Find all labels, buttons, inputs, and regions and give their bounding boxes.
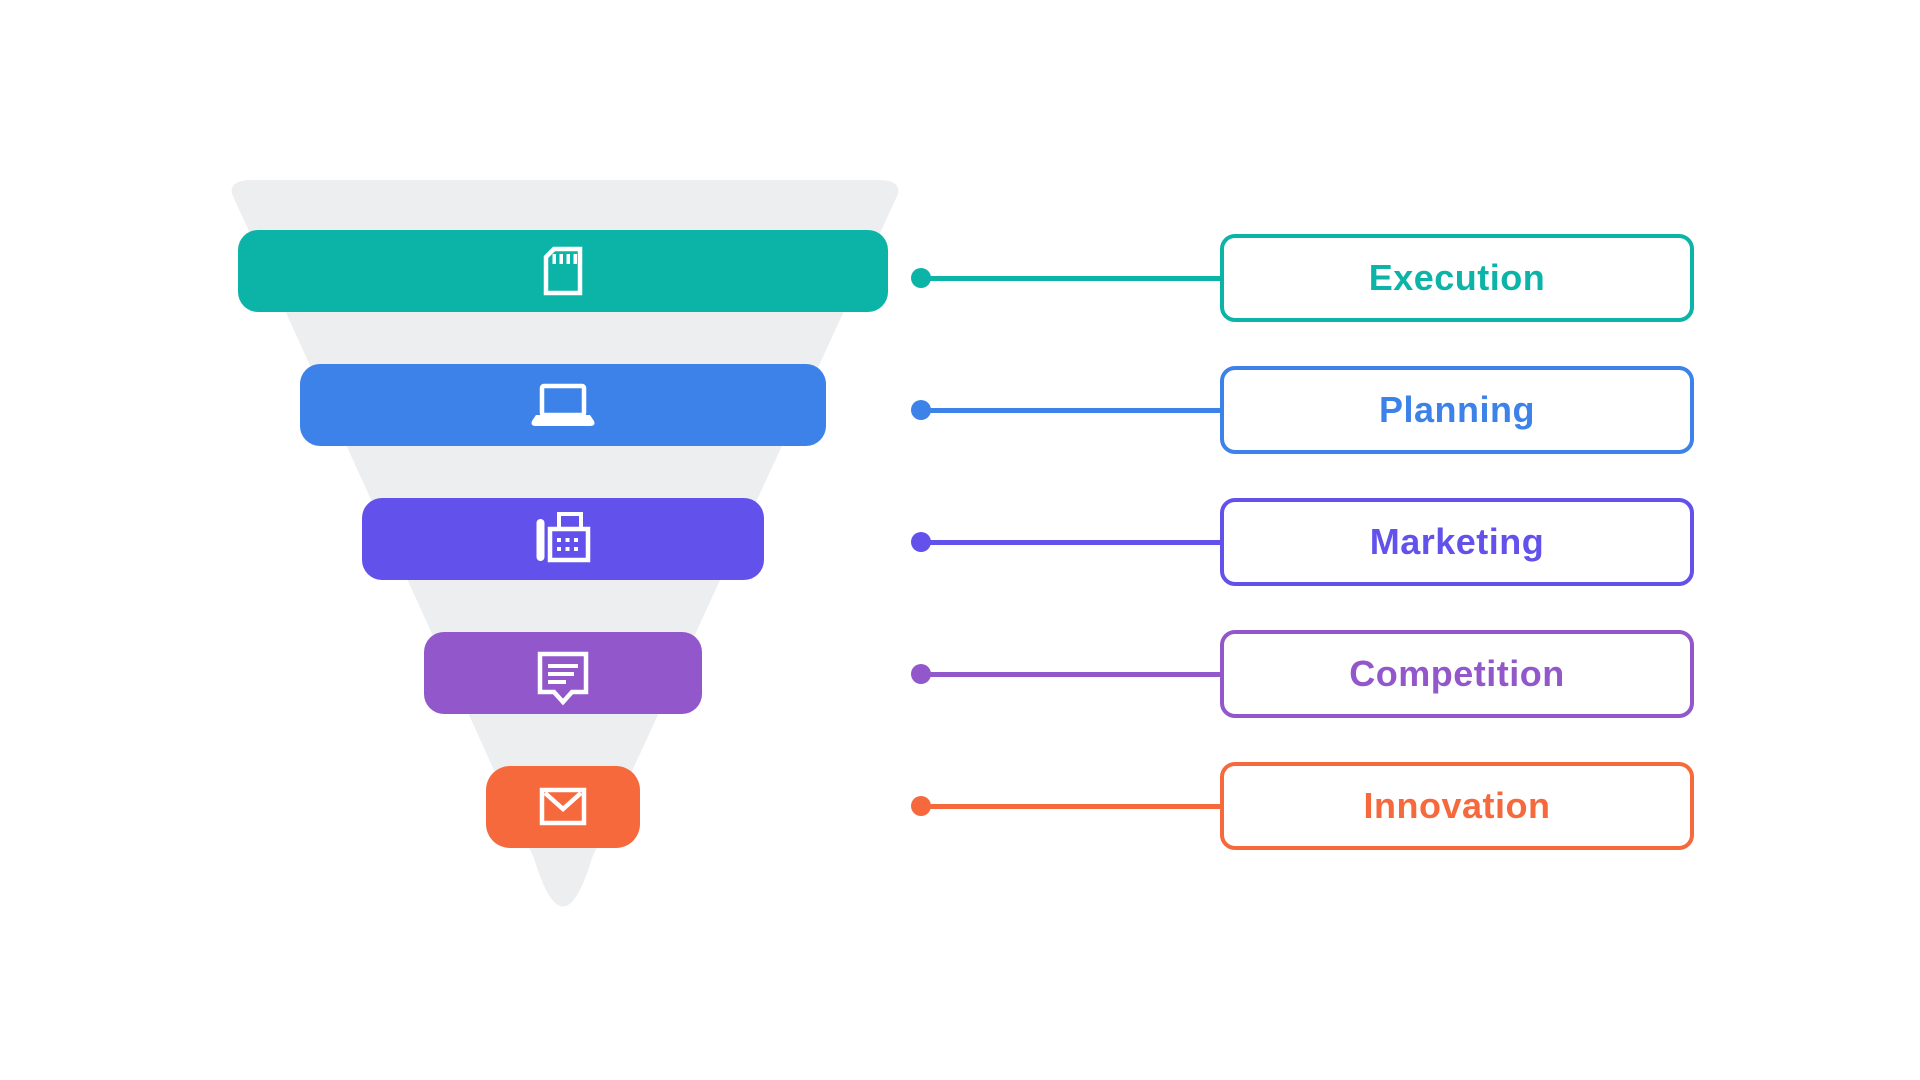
connector-dot	[911, 664, 931, 684]
funnel-band-marketing	[362, 498, 764, 580]
stage-label-box-marketing: Marketing	[1220, 498, 1694, 586]
stage-label: Competition	[1349, 653, 1565, 694]
connector-dot	[911, 268, 931, 288]
stage-label-box-innovation: Innovation	[1220, 762, 1694, 850]
stage-label: Planning	[1379, 389, 1535, 430]
stage-label: Execution	[1368, 257, 1546, 298]
funnel-band-planning	[300, 364, 826, 446]
legend-row-planning: Planning	[910, 366, 1694, 454]
chat-bubble-icon	[537, 651, 589, 706]
connector-dot	[911, 796, 931, 816]
laptop-icon	[531, 383, 595, 426]
stage-label-box-execution: Execution	[1220, 234, 1694, 322]
legend-row-marketing: Marketing	[910, 498, 1694, 586]
connector-dot	[911, 400, 931, 420]
stage-label-box-planning: Planning	[1220, 366, 1694, 454]
connector-line	[922, 671, 1222, 677]
connector-line	[922, 275, 1222, 281]
funnel-band-execution	[238, 230, 888, 312]
connector-line	[922, 407, 1222, 413]
stage-label-box-competition: Competition	[1220, 630, 1694, 718]
connector-line	[922, 539, 1222, 545]
legend-row-innovation: Innovation	[910, 762, 1694, 850]
connector-line	[922, 803, 1222, 809]
legend-row-competition: Competition	[910, 630, 1694, 718]
memory-card-icon	[543, 246, 583, 296]
legend-row-execution: Execution	[910, 234, 1694, 322]
connector-dot	[911, 532, 931, 552]
stage-label: Marketing	[1369, 521, 1545, 562]
fax-machine-icon	[536, 512, 591, 563]
stage-label: Innovation	[1363, 785, 1551, 826]
envelope-icon	[539, 787, 587, 826]
